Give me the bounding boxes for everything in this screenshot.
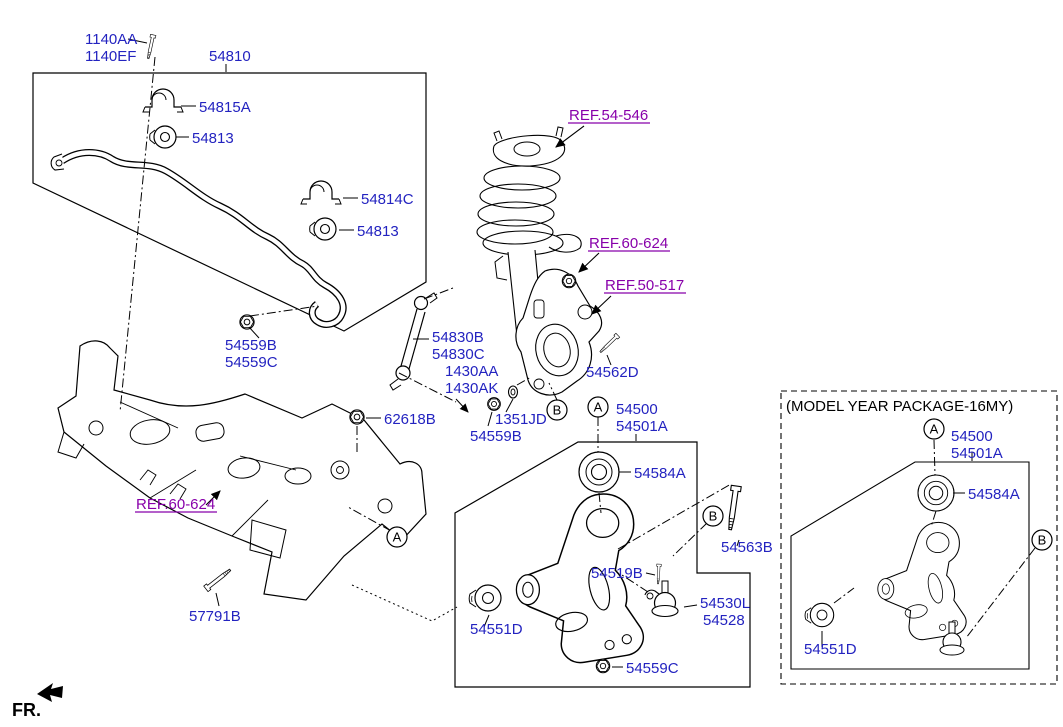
callout-a-main: A xyxy=(587,396,609,418)
svg-text:A: A xyxy=(594,400,603,415)
label-54530L[interactable]: 54530L xyxy=(700,595,750,612)
svg-text:A: A xyxy=(393,530,402,545)
o-ring-icon xyxy=(507,385,519,399)
crossmember-drawing xyxy=(57,340,427,601)
leader-lines xyxy=(119,56,1036,639)
ref-links: REF.54-546 REF.60-624 REF.50-517 REF.60-… xyxy=(135,107,686,513)
label-62618B[interactable]: 62618B xyxy=(384,411,436,428)
label-54559B-1[interactable]: 54559B xyxy=(225,337,277,354)
callout-b-pkg: B xyxy=(1031,529,1053,551)
fr-direction-arrow xyxy=(37,683,63,702)
label-54559B-2[interactable]: 54559B xyxy=(470,428,522,445)
label-54501A-pkg[interactable]: 54501A xyxy=(951,445,1003,462)
label-54814C[interactable]: 54814C xyxy=(361,191,414,208)
svg-text:A: A xyxy=(930,422,939,437)
model-year-package-title: (MODEL YEAR PACKAGE-16MY) xyxy=(786,398,1013,415)
label-54559C-2[interactable]: 54559C xyxy=(626,660,679,677)
label-54500-pkg[interactable]: 54500 xyxy=(951,428,993,445)
stabilizer-panel-border xyxy=(32,72,427,332)
model-year-panel-border xyxy=(780,390,1058,685)
svg-text:B: B xyxy=(709,509,718,524)
fr-label: FR. xyxy=(12,700,41,720)
label-54559C-1[interactable]: 54559C xyxy=(225,354,278,371)
part-labels: 1140AA 1140EF 54810 54815A 54813 54814C … xyxy=(85,31,1020,677)
label-54810[interactable]: 54810 xyxy=(209,48,251,65)
label-54584A-pkg[interactable]: 54584A xyxy=(968,486,1020,503)
label-54562D[interactable]: 54562D xyxy=(586,364,639,381)
label-leaders xyxy=(127,38,973,668)
svg-text:B: B xyxy=(553,403,562,418)
label-54528[interactable]: 54528 xyxy=(703,612,745,629)
label-54563B[interactable]: 54563B xyxy=(721,539,773,556)
label-54815A[interactable]: 54815A xyxy=(199,99,251,116)
label-54551D-main[interactable]: 54551D xyxy=(470,621,523,638)
ref-link-60-624-strut[interactable]: REF.60-624 xyxy=(589,235,668,252)
label-1351JD[interactable]: 1351JD xyxy=(495,411,547,428)
strut-assembly-drawing xyxy=(476,126,582,337)
label-1430AK[interactable]: 1430AK xyxy=(445,380,498,397)
callout-a-frame: A xyxy=(386,526,408,548)
label-1140AA[interactable]: 1140AA xyxy=(85,31,137,48)
ref-arrows xyxy=(205,125,612,506)
label-54830C[interactable]: 54830C xyxy=(432,346,485,363)
label-54501A-main[interactable]: 54501A xyxy=(616,418,668,435)
ball-joint-attached-icon xyxy=(939,621,965,656)
svg-text:B: B xyxy=(1038,533,1047,548)
stabilizer-link-drawing xyxy=(389,292,438,391)
ref-link-50-517[interactable]: REF.50-517 xyxy=(605,277,684,294)
label-1140EF[interactable]: 1140EF xyxy=(85,48,136,65)
ref-link-54-546[interactable]: REF.54-546 xyxy=(569,107,648,124)
label-54584A-main[interactable]: 54584A xyxy=(634,465,686,482)
label-54551D-pkg[interactable]: 54551D xyxy=(804,641,857,658)
steering-knuckle-drawing xyxy=(515,268,603,396)
label-54500-main[interactable]: 54500 xyxy=(616,401,658,418)
stabilizer-bar-drawing xyxy=(50,149,347,328)
label-57791B[interactable]: 57791B xyxy=(189,608,241,625)
label-54813-2[interactable]: 54813 xyxy=(357,223,399,240)
label-54813-1[interactable]: 54813 xyxy=(192,130,234,147)
lower-arm-panel-border xyxy=(454,441,751,688)
label-54519B[interactable]: 54519B xyxy=(591,565,643,582)
callout-b-main: B xyxy=(546,399,568,421)
label-1430AA[interactable]: 1430AA xyxy=(445,363,498,380)
front-direction-indicator: FR. xyxy=(12,683,63,720)
model-year-inner-border xyxy=(790,461,1030,670)
callout-b-bolt: B xyxy=(702,505,724,527)
callout-circles: A B B A A B xyxy=(386,396,1053,551)
label-54830B[interactable]: 54830B xyxy=(432,329,484,346)
callout-a-pkg: A xyxy=(923,418,945,440)
ref-link-60-624-frame[interactable]: REF.60-624 xyxy=(136,496,215,513)
